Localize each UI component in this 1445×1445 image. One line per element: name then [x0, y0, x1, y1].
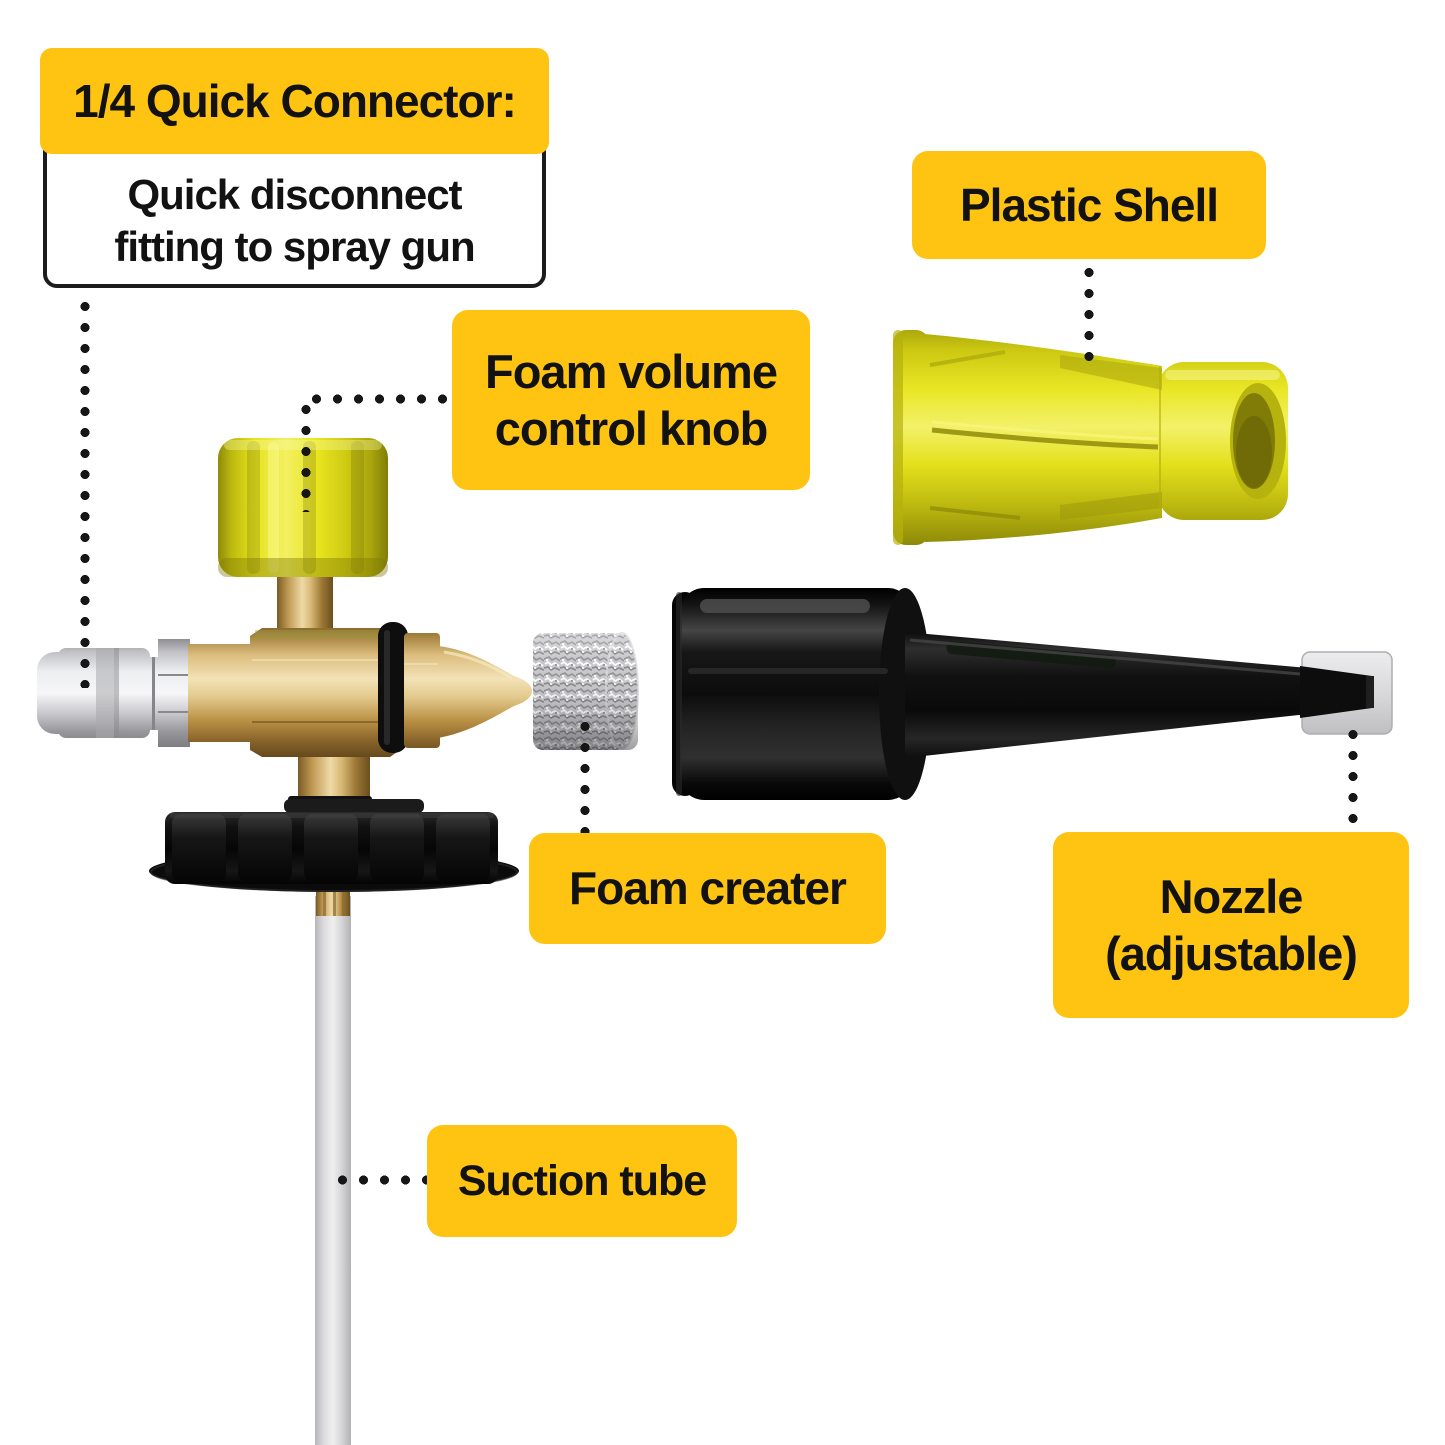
connector-line-plastic-shell — [1084, 262, 1094, 370]
label-foam-volume-control-knob: Foam volume control knob — [452, 310, 810, 490]
callout-body-line1: Quick disconnect — [127, 170, 462, 218]
quick-connector-part — [37, 639, 190, 747]
foam-creator-mesh-part — [533, 632, 639, 750]
quick-connector-callout-header: 1/4 Quick Connector: — [40, 48, 549, 154]
quick-connector-callout: Quick disconnect fitting to spray gun 1/… — [40, 48, 549, 288]
suction-tube-part — [315, 884, 351, 1445]
label-suction-tube-text: Suction tube — [457, 1156, 707, 1205]
connector-line-quick-connector — [80, 296, 90, 688]
connector-line-nozzle — [1348, 724, 1358, 832]
label-foam-volume-line2: control knob — [494, 402, 769, 455]
callout-title: 1/4 Quick Connector: — [73, 75, 517, 127]
brass-valve-body-part — [188, 622, 532, 757]
label-suction-tube: Suction tube — [427, 1125, 737, 1237]
label-foam-creater: Foam creater — [529, 833, 886, 944]
nozzle-part — [672, 588, 1308, 800]
plastic-shell-part — [893, 330, 1288, 545]
connector-line-foam-volume-vertical — [301, 399, 311, 512]
connector-line-suction-tube — [332, 1175, 427, 1185]
bottle-cap-part — [149, 748, 519, 892]
label-foam-volume-line1: Foam volume — [485, 344, 778, 398]
label-foam-creater-text: Foam creater — [569, 862, 847, 915]
connector-line-foam-creater — [580, 716, 590, 833]
label-plastic-shell-text: Plastic Shell — [959, 178, 1219, 231]
callout-body-line2: fitting to spray gun — [114, 223, 475, 270]
label-plastic-shell: Plastic Shell — [912, 151, 1266, 259]
nozzle-tip-holder-part — [1300, 651, 1393, 735]
label-nozzle-line1: Nozzle — [1159, 869, 1304, 923]
connector-line-foam-volume-horizontal — [306, 394, 452, 404]
label-nozzle-line2: (adjustable) — [1105, 927, 1358, 980]
label-nozzle-adjustable: Nozzle (adjustable) — [1053, 832, 1409, 1018]
